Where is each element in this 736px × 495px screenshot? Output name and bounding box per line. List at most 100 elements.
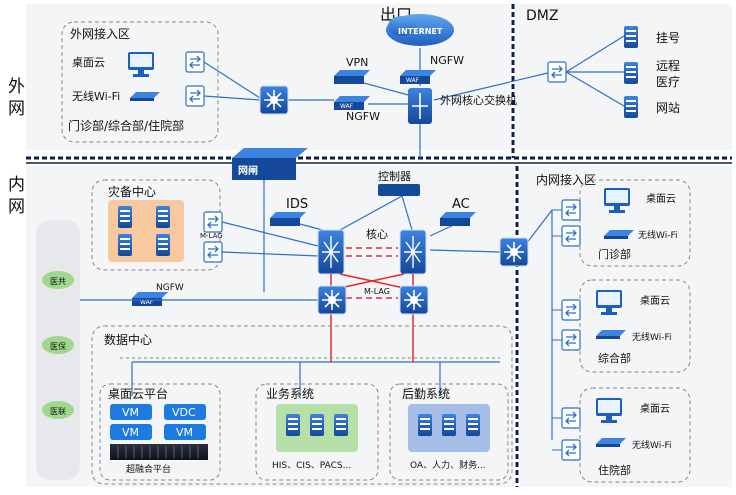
business-server-icon-1 bbox=[286, 414, 300, 436]
data-center-box bbox=[91, 325, 513, 485]
hci-blade-chassis-icon bbox=[110, 444, 208, 460]
outer-links bbox=[203, 48, 553, 158]
vdc-tile bbox=[164, 404, 206, 420]
site-inpatient-box bbox=[579, 387, 691, 483]
site-outpatient-box bbox=[579, 179, 691, 267]
site-outpatient-switch-icon-1 bbox=[561, 199, 581, 221]
logistics-system-caption: OA、人力、财务... bbox=[410, 459, 486, 471]
site-general-wifi-label: 无线Wi-Fi bbox=[632, 331, 671, 343]
waf-outer-text: WAF bbox=[340, 103, 354, 110]
medical-union-cloud-icon bbox=[42, 401, 74, 419]
vm-tile-1 bbox=[110, 404, 152, 420]
business-system-box bbox=[255, 383, 379, 481]
disaster-access-switch-icon-1 bbox=[203, 211, 223, 233]
outer-access-box bbox=[61, 21, 219, 143]
inner-access-branch-links bbox=[552, 209, 562, 451]
business-server-icon-3 bbox=[334, 414, 348, 436]
medical-alliance-label: 医共 bbox=[50, 277, 66, 286]
dmz-telemedicine-label-2: 医疗 bbox=[656, 75, 680, 89]
inner-waf-text: WAF bbox=[140, 299, 154, 306]
data-center-title: 数据中心 bbox=[104, 332, 152, 347]
inner-net-label-1: 内 bbox=[8, 175, 25, 195]
outer-net-label-2: 网 bbox=[8, 99, 25, 119]
outer-access-title: 外网接入区 bbox=[70, 26, 130, 41]
controller-label: 控制器 bbox=[378, 169, 411, 183]
site-general-switch-icon-1 bbox=[561, 299, 581, 321]
site-general-box bbox=[579, 279, 691, 373]
core-mlag-label: M-LAG bbox=[364, 287, 390, 296]
ids-label: IDS bbox=[286, 197, 308, 212]
logistics-server-icon-1 bbox=[418, 414, 432, 436]
disaster-center-title: 灾备中心 bbox=[108, 184, 156, 199]
business-server-icon-2 bbox=[310, 414, 324, 436]
site-general-name: 综合部 bbox=[598, 351, 631, 365]
vm-tile-2 bbox=[110, 424, 152, 440]
hci-label: 超融合平台 bbox=[126, 463, 171, 475]
outer-desktop-cloud-label: 桌面云 bbox=[72, 56, 105, 69]
inner-ngfw-label: NGFW bbox=[156, 283, 184, 293]
controller-device-icon bbox=[378, 184, 420, 196]
gateway-device-top bbox=[232, 148, 308, 158]
medical-alliance-cloud-icon bbox=[42, 271, 74, 289]
business-system-title: 业务系统 bbox=[266, 386, 314, 401]
aggregation-switch-a-icon bbox=[317, 285, 347, 315]
site-general-switch-icon-2 bbox=[561, 329, 581, 351]
site-inpatient-switch-icon-1 bbox=[561, 407, 581, 429]
site-outpatient-name: 门诊部 bbox=[598, 247, 631, 261]
dmz-links bbox=[565, 35, 625, 107]
core-label: 核心 bbox=[366, 227, 388, 241]
desktop-platform-box bbox=[99, 383, 221, 481]
disaster-server-icon-3 bbox=[118, 234, 132, 256]
medical-insurance-cloud-icon bbox=[42, 336, 74, 354]
aggregation-switch-b-icon bbox=[399, 285, 429, 315]
vm-tile-3 bbox=[164, 424, 206, 440]
gateway-label: 网闸 bbox=[238, 164, 258, 177]
disaster-server-icon-4 bbox=[156, 234, 170, 256]
logistics-server-icon-2 bbox=[442, 414, 456, 436]
outer-access-switch-icon-1 bbox=[185, 51, 205, 73]
logistics-server-icon-3 bbox=[466, 414, 480, 436]
dmz-telemedicine-label-1: 远程 bbox=[656, 58, 680, 73]
dmz-registration-label: 挂号 bbox=[656, 31, 680, 45]
logistics-system-box bbox=[389, 383, 509, 481]
vm-tile-1-label: VM bbox=[122, 406, 139, 419]
dmz-telemedicine-server-icon bbox=[624, 62, 638, 84]
inner-access-zone-bg bbox=[520, 166, 732, 487]
medical-insurance-label: 医保 bbox=[50, 341, 66, 351]
outer-net-label-1: 外 bbox=[8, 77, 25, 97]
ngfw-exit-waf-text: WAF bbox=[406, 77, 420, 84]
gateway-device-icon bbox=[232, 158, 296, 180]
ac-label: AC bbox=[452, 197, 470, 212]
site-inpatient-switch-icon-2 bbox=[561, 439, 581, 461]
vm-tile-2-label: VM bbox=[122, 426, 139, 439]
site-inpatient-name: 住院部 bbox=[598, 463, 631, 477]
site-inpatient-wifi-label: 无线Wi-Fi bbox=[632, 439, 671, 451]
dmz-website-label: 网站 bbox=[656, 101, 680, 115]
core-red-links bbox=[330, 247, 414, 362]
disaster-server-icon-1 bbox=[118, 206, 132, 228]
dmz-switch-icon bbox=[547, 61, 567, 83]
site-outpatient-switch-icon-2 bbox=[561, 225, 581, 247]
logistics-system-title: 后勤系统 bbox=[402, 387, 450, 401]
outer-access-switch-icon-2 bbox=[185, 85, 205, 107]
site-general-desktop-label: 桌面云 bbox=[640, 294, 670, 307]
disaster-server-icon-2 bbox=[156, 206, 170, 228]
dmz-website-server-icon bbox=[624, 96, 638, 118]
disaster-access-switch-icon-2 bbox=[203, 241, 223, 263]
outer-core-switch-label: 外网核心交换机 bbox=[440, 93, 517, 107]
inner-access-title: 内网接入区 bbox=[536, 172, 596, 187]
inner-access-aggregation-switch-icon bbox=[499, 237, 529, 267]
dmz-registration-server-icon bbox=[624, 26, 638, 48]
desktop-platform-title: 桌面云平台 bbox=[108, 386, 168, 401]
outer-wifi-label: 无线Wi-Fi bbox=[72, 89, 120, 103]
hci-blade-slots bbox=[117, 446, 199, 458]
dmz-zone-label: DMZ bbox=[526, 8, 558, 24]
ngfw-bottom-label: NGFW bbox=[346, 110, 380, 123]
vpn-label: VPN bbox=[346, 56, 368, 69]
ngfw-top-label: NGFW bbox=[430, 54, 464, 67]
medical-union-label: 医联 bbox=[50, 407, 66, 416]
site-outpatient-desktop-label: 桌面云 bbox=[646, 192, 676, 205]
vm-tile-3-label: VM bbox=[176, 426, 193, 439]
site-inpatient-desktop-label: 桌面云 bbox=[640, 402, 670, 415]
